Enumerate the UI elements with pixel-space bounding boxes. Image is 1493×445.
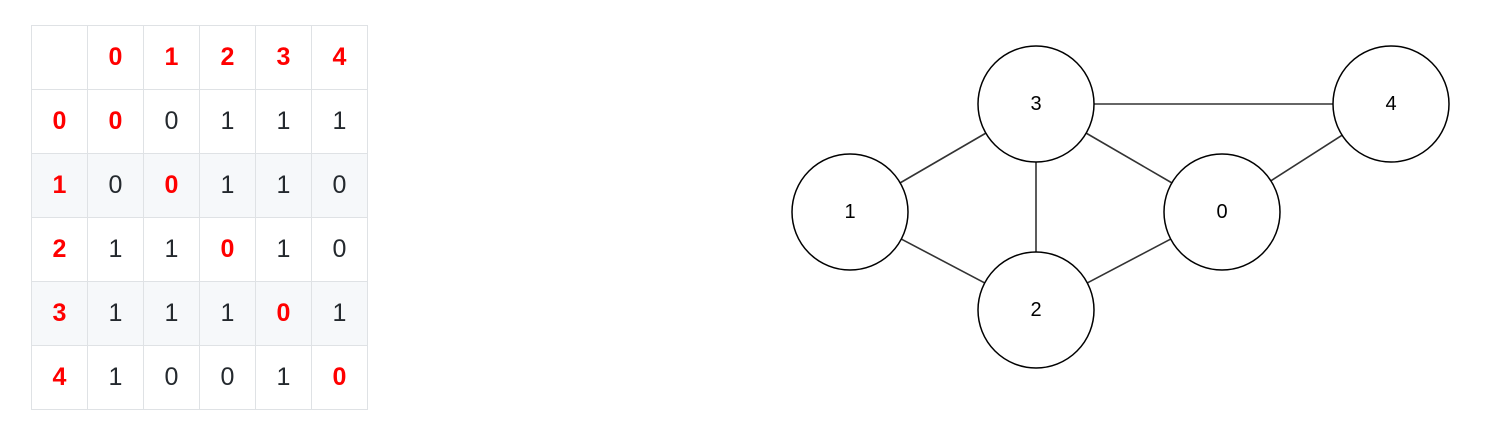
matrix-cell: 1: [199, 89, 256, 154]
graph-node-circle: [977, 45, 1095, 163]
matrix-cell: 1: [143, 217, 200, 282]
graph-edge-2-0: [1086, 238, 1172, 284]
matrix-cell: 1: [87, 217, 144, 282]
graph-node-label: 2: [1030, 299, 1041, 321]
matrix-cell: 1: [255, 153, 312, 218]
graph-edge-1-2: [900, 238, 986, 284]
matrix-cell: 0: [143, 153, 200, 218]
matrix-col-header: 4: [311, 25, 368, 90]
matrix-cell: 1: [87, 281, 144, 346]
graph-edges: [899, 103, 1343, 284]
graph-node-1: 1: [791, 153, 909, 271]
graph-node-4: 4: [1332, 45, 1450, 163]
matrix-cell: 0: [87, 153, 144, 218]
graph-node-label: 1: [844, 201, 855, 223]
matrix-row: 4 1 0 0 1 0: [31, 345, 368, 410]
matrix-row: 0 0 0 1 1 1: [31, 89, 368, 154]
graph-edge-3-0: [1085, 132, 1173, 184]
matrix-row-header: 2: [31, 217, 88, 282]
matrix-row-header: 0: [31, 89, 88, 154]
matrix-cell: 1: [255, 89, 312, 154]
matrix-row-header: 1: [31, 153, 88, 218]
adjacency-matrix: 0 1 2 3 4 0 0 0 1 1 1 1 0 0 1 1 0 2 1 1 …: [31, 25, 368, 410]
graph-nodes: 0 1 2 3 4: [791, 45, 1450, 369]
matrix-row: 2 1 1 0 1 0: [31, 217, 368, 282]
matrix-cell: 0: [199, 345, 256, 410]
matrix-cell: 1: [311, 281, 368, 346]
matrix-cell: 1: [255, 345, 312, 410]
graph-node-circle: [1163, 153, 1281, 271]
matrix-cell: 0: [311, 217, 368, 282]
matrix-cell: 0: [199, 217, 256, 282]
matrix-cell: 0: [311, 345, 368, 410]
matrix-cell: 0: [255, 281, 312, 346]
matrix-cell: 0: [143, 345, 200, 410]
matrix-row: 3 1 1 1 0 1: [31, 281, 368, 346]
matrix-corner-cell: [31, 25, 88, 90]
graph-node-label: 3: [1030, 93, 1041, 115]
graph-node-label: 4: [1385, 93, 1396, 115]
graph-edge-0-4: [1270, 134, 1343, 182]
graph-node-2: 2: [977, 251, 1095, 369]
matrix-col-header: 2: [199, 25, 256, 90]
graph-node-circle: [977, 251, 1095, 369]
matrix-row-header: 3: [31, 281, 88, 346]
graph-edge-1-3: [899, 132, 987, 184]
graph-node-3: 3: [977, 45, 1095, 163]
matrix-cell: 1: [311, 89, 368, 154]
graph-node-0: 0: [1163, 153, 1281, 271]
matrix-cell: 1: [199, 153, 256, 218]
graph-node-circle: [791, 153, 909, 271]
graph-node-label: 0: [1216, 201, 1227, 223]
graph-node-circle: [1332, 45, 1450, 163]
matrix-cell: 1: [87, 345, 144, 410]
matrix-cell: 1: [255, 217, 312, 282]
